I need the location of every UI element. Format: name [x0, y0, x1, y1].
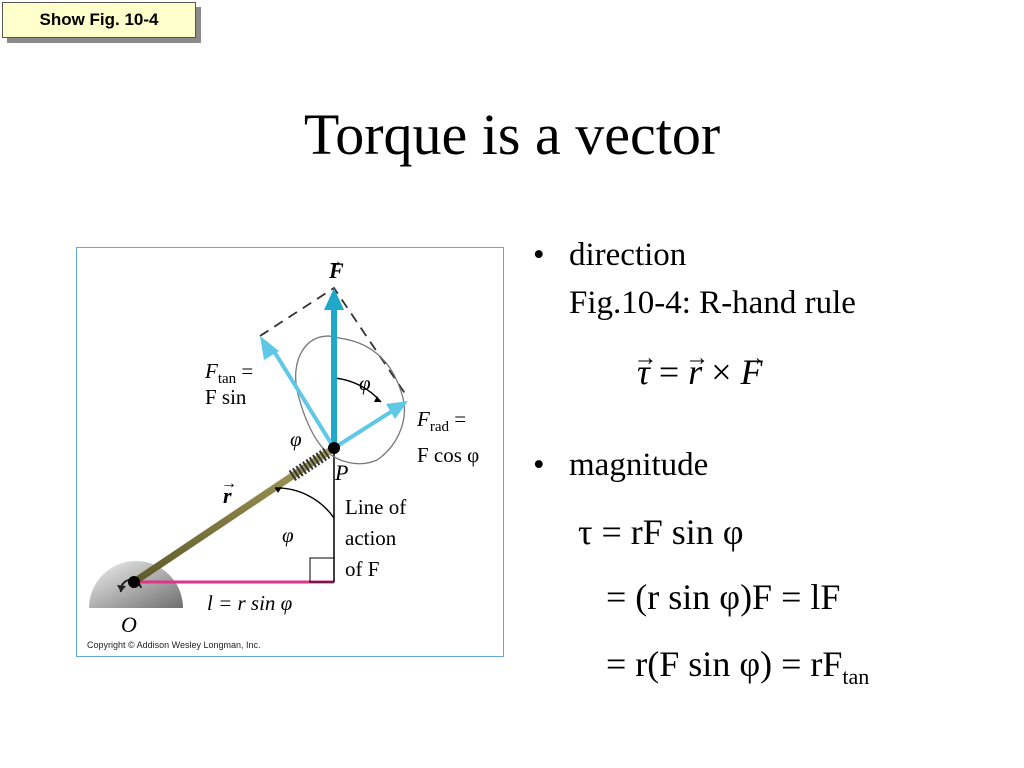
- right-hand-icon: [295, 335, 405, 465]
- bullet-direction-label: direction: [569, 237, 687, 273]
- label-fsin: F sin: [205, 385, 247, 409]
- magnitude-equation-2: = (r sin φ)F = lF: [606, 577, 841, 617]
- direction-subtext: Fig.10-4: R-hand rule: [569, 285, 856, 321]
- point-o: [128, 576, 140, 588]
- label-r: r: [223, 483, 232, 508]
- ftan-vector: [270, 346, 336, 450]
- phi-arc-lower: [274, 487, 335, 519]
- label-ftan: Ftan =: [204, 359, 253, 387]
- label-fcos: F cos φ: [417, 443, 479, 467]
- svg-text:→: →: [221, 475, 237, 492]
- ftan-arrowhead: [260, 336, 279, 360]
- show-fig-button[interactable]: Show Fig. 10-4: [2, 2, 196, 38]
- svg-text:→: →: [327, 253, 343, 270]
- label-phi-mid: φ: [290, 427, 302, 451]
- label-action: action: [345, 526, 397, 550]
- frad-vector: [332, 406, 399, 450]
- label-of-f: of F: [345, 557, 379, 581]
- phi-arc-upper: [333, 377, 382, 403]
- label-o: O: [121, 612, 137, 637]
- magnitude-equation-1: τ = rF sin φ: [578, 512, 744, 552]
- label-frad: Frad =: [416, 407, 466, 435]
- label-phi-upper: φ: [359, 371, 371, 395]
- slide-title: Torque is a vector: [303, 102, 721, 167]
- magnitude-equation-3: = r(F sin φ) = rFtan: [606, 644, 870, 689]
- right-angle-marker: [309, 557, 335, 583]
- force-arrowhead: [324, 288, 344, 310]
- frad-arrowhead: [386, 401, 408, 419]
- rotation-arrowhead: [117, 585, 126, 592]
- bullet-magnitude-label: magnitude: [569, 447, 709, 483]
- position-vector-rod: [130, 444, 338, 586]
- label-p: P: [334, 460, 348, 485]
- label-lever: l = r sin φ: [207, 591, 293, 615]
- torque-figure: F → Ftan = F sin Frad = F cos φ φ φ φ P …: [76, 247, 504, 657]
- label-f: F: [328, 258, 344, 283]
- point-p: [328, 442, 340, 454]
- copyright-text: Copyright © Addison Wesley Longman, Inc.: [87, 640, 261, 650]
- torque-diagram: F → Ftan = F sin Frad = F cos φ φ φ φ P …: [87, 253, 479, 650]
- rod-grip: [288, 447, 331, 482]
- label-line-of: Line of: [345, 495, 406, 519]
- cross-product-equation: τ = r × F: [637, 350, 763, 394]
- label-phi-lower: φ: [282, 523, 294, 547]
